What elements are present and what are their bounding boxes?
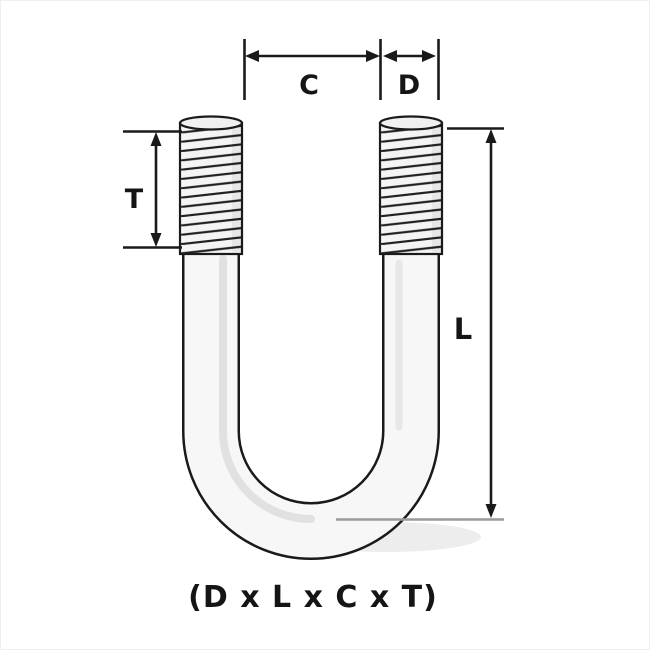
thread-right	[378, 115, 444, 256]
caption: (D x L x C x T)	[188, 580, 438, 615]
label-c: C	[299, 70, 319, 101]
shading-streak-left	[218, 255, 315, 523]
arrowhead-c-right	[366, 50, 380, 62]
thread-left	[178, 115, 244, 256]
dimension-t-group	[123, 130, 182, 249]
label-d: D	[398, 70, 420, 101]
label-t: T	[125, 184, 144, 215]
dimension-l-group	[447, 127, 504, 505]
arrowhead-l-down	[485, 504, 497, 518]
label-l: L	[454, 312, 472, 346]
dimension-c-d-group	[243, 39, 440, 100]
arrowhead-d-left	[383, 50, 397, 62]
arrowhead-d-right	[422, 50, 436, 62]
arrowhead-l-up	[485, 129, 497, 143]
arrowhead-t-down	[150, 233, 162, 247]
arrowhead-c-left	[245, 50, 259, 62]
thread-cap-right	[378, 115, 444, 131]
arrowhead-t-up	[150, 132, 162, 146]
u-bolt-body	[184, 123, 438, 558]
thread-cap-left	[178, 115, 244, 131]
